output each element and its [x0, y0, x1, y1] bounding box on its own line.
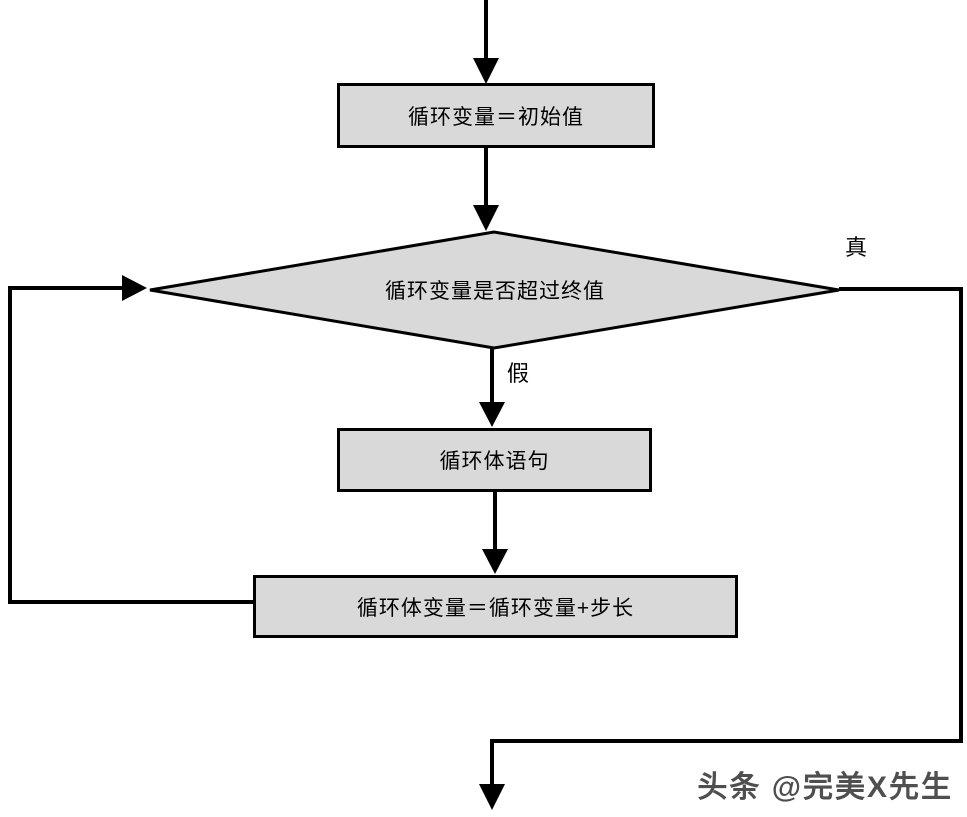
- node-increment-label: 循环体变量＝循环变量+步长: [356, 596, 635, 620]
- edge-label-true: 真: [845, 235, 868, 260]
- node-init-box: 循环变量＝初始值: [337, 83, 655, 148]
- node-body-label: 循环体语句: [439, 450, 550, 473]
- node-condition-label: 循环变量是否超过终值: [385, 280, 605, 303]
- arrow-condition-to-body: [479, 348, 505, 427]
- arrow-init-to-condition: [473, 148, 499, 231]
- watermark-text: 头条 @完美X先生: [697, 771, 953, 804]
- arrow-loopback: [8, 275, 253, 604]
- node-body-box: 循环体语句: [337, 428, 652, 492]
- node-increment-box: 循环体变量＝循环变量+步长: [253, 575, 738, 638]
- arrow-entry: [473, 0, 499, 84]
- edge-label-false: 假: [507, 361, 530, 386]
- node-init-label: 循环变量＝初始值: [408, 105, 584, 129]
- arrow-body-to-increment: [482, 492, 508, 574]
- node-condition-diamond: 循环变量是否超过终值: [150, 232, 840, 348]
- arrow-true-exit: [479, 287, 963, 810]
